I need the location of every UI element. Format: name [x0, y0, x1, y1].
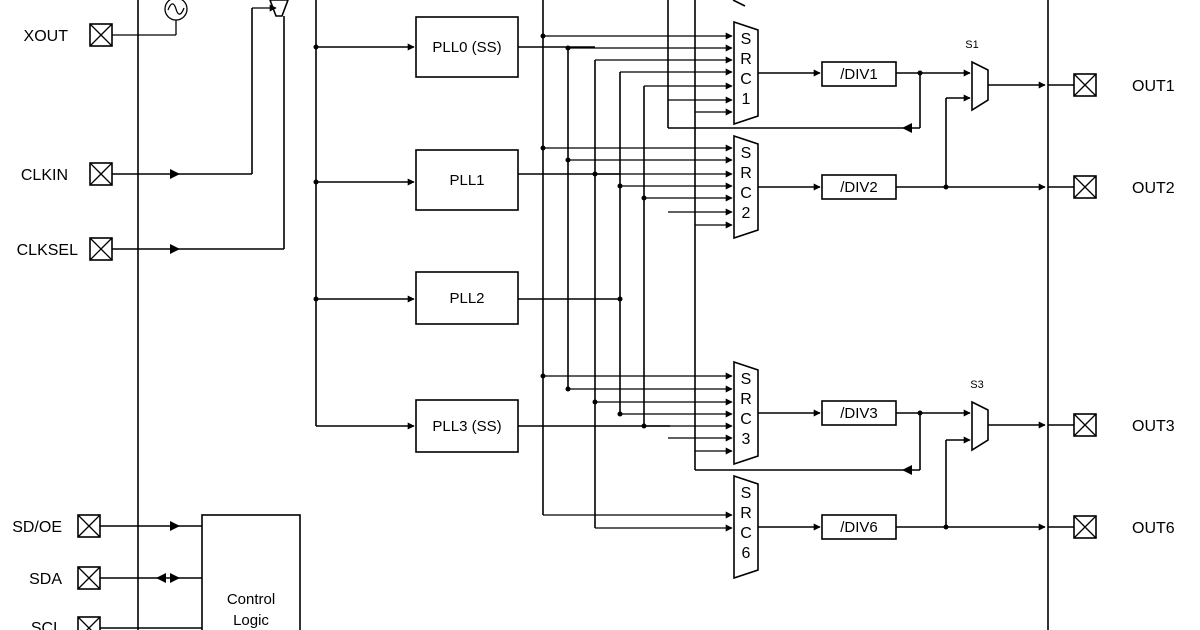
pin-scl: SCL	[31, 616, 101, 630]
src6-letter-r: R	[740, 505, 752, 522]
control-logic-line1: Control	[227, 591, 275, 608]
src1-inputs	[540, 32, 733, 116]
pin-sda: SDA	[29, 566, 101, 590]
src3-inputs	[540, 372, 733, 455]
sda-wire	[100, 573, 202, 583]
src3-letter-c: C	[740, 411, 752, 428]
src3-letter-s: S	[741, 371, 752, 388]
src6-mux: S R C 6	[733, 474, 759, 580]
pin-xout-label: XOUT	[24, 28, 69, 45]
src1-letter-s: S	[741, 31, 752, 48]
switch-s1: S1	[965, 39, 1046, 112]
div1-block: /DIV1	[821, 61, 897, 87]
switch-s3-label: S3	[970, 379, 983, 391]
clksel-wire	[112, 16, 285, 254]
pll2-label: PLL2	[449, 290, 484, 307]
div1-output	[896, 69, 971, 77]
pin-out2: OUT2	[1073, 175, 1175, 199]
pll2-block: PLL2	[415, 271, 519, 325]
input-mux-icon	[252, 0, 289, 17]
src6-number: 6	[742, 545, 751, 562]
src6-letter-c: C	[740, 525, 752, 542]
src2-number: 2	[742, 205, 751, 222]
pin-xout: XOUT	[24, 23, 113, 47]
crystal-oscillator-icon	[112, 0, 188, 36]
pll1-block: PLL1	[415, 149, 519, 211]
src2-letter-c: C	[740, 185, 752, 202]
src2-letter-r: R	[740, 165, 752, 182]
pin-out1-label: OUT1	[1132, 78, 1175, 95]
pin-scl-label: SCL	[31, 620, 62, 630]
div2-output	[896, 94, 1046, 191]
div6-block: /DIV6	[821, 514, 897, 540]
pll0-block: PLL0 (SS)	[415, 16, 519, 78]
pin-out6-label: OUT6	[1132, 520, 1175, 537]
pin-clkin-label: CLKIN	[21, 167, 68, 184]
pll3-block: PLL3 (SS)	[415, 399, 519, 453]
div3-label: /DIV3	[840, 405, 878, 422]
src6-inputs	[543, 511, 733, 532]
pll3-label: PLL3 (SS)	[432, 418, 501, 435]
src1-letter-c: C	[740, 71, 752, 88]
div2-label: /DIV2	[840, 179, 878, 196]
switch-s1-label: S1	[965, 39, 978, 51]
div1-label: /DIV1	[840, 66, 878, 83]
pin-sda-label: SDA	[29, 571, 62, 588]
pll0-label: PLL0 (SS)	[432, 39, 501, 56]
src2-letter-s: S	[741, 145, 752, 162]
control-logic-line2: Logic	[233, 612, 269, 629]
src1-mux: S R C 1	[733, 20, 759, 126]
src1-letter-r: R	[740, 51, 752, 68]
output-pin-wires	[1048, 84, 1074, 528]
src3-mux: S R C 3	[733, 360, 759, 466]
pin-out3-label: OUT3	[1132, 418, 1175, 435]
pll1-label: PLL1	[449, 172, 484, 189]
pin-clkin: CLKIN	[21, 162, 113, 186]
src3-number: 3	[742, 431, 751, 448]
src2-mux: S R C 2	[733, 134, 759, 240]
pin-out3: OUT3	[1073, 413, 1175, 437]
sdoe-wire	[100, 521, 202, 531]
div6-label: /DIV6	[840, 519, 878, 536]
pin-sdoe-label: SD/OE	[12, 519, 62, 536]
pin-sdoe: SD/OE	[12, 514, 101, 538]
pll-output-wires	[518, 0, 746, 470]
src2-inputs	[540, 144, 733, 302]
pin-clksel: CLKSEL	[17, 237, 113, 261]
feedback-wires	[668, 73, 921, 475]
pin-out2-label: OUT2	[1132, 180, 1175, 197]
src3-letter-r: R	[740, 391, 752, 408]
div6-output	[896, 436, 1046, 531]
distribution-buses	[542, 0, 645, 528]
div2-block: /DIV2	[821, 174, 897, 200]
reference-bus	[313, 0, 415, 430]
pin-out6: OUT6	[1073, 515, 1175, 539]
src1-number: 1	[742, 91, 751, 108]
switch-s3: S3	[970, 379, 1046, 452]
div3-block: /DIV3	[821, 400, 897, 426]
control-logic-block: Control Logic	[201, 514, 301, 630]
pin-clksel-label: CLKSEL	[17, 242, 78, 259]
pin-out1: OUT1	[1073, 73, 1175, 97]
clkin-wire	[112, 8, 253, 179]
div3-output	[896, 409, 971, 417]
mux-to-div-wires	[758, 69, 821, 531]
src6-letter-s: S	[741, 485, 752, 502]
